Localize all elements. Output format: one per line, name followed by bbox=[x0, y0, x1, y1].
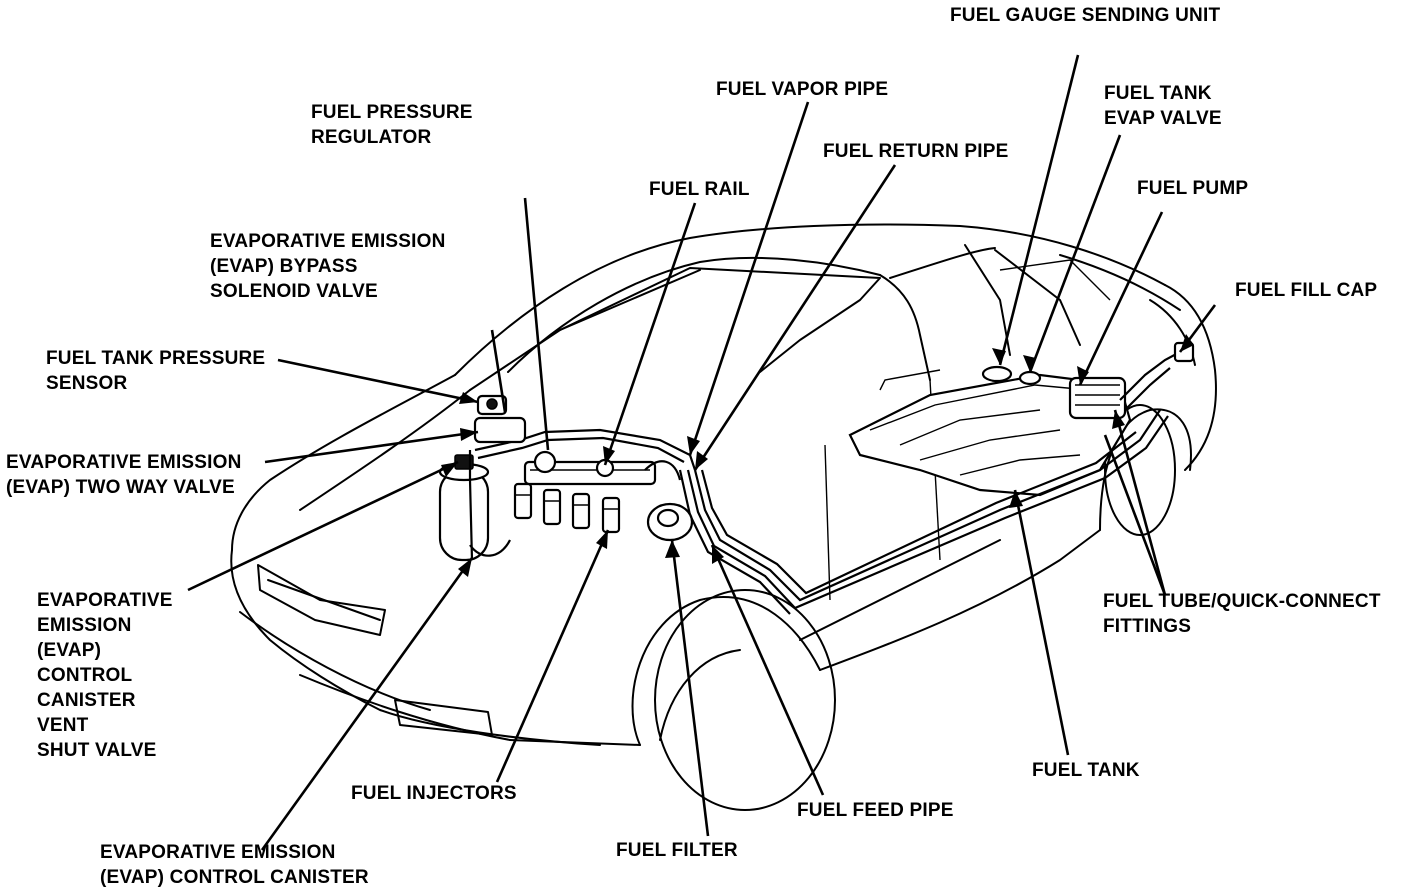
label-quick-connect-line-2: FITTINGS bbox=[1103, 616, 1192, 637]
label-evap-two-way-valve: EVAPORATIVE EMISSION (EVAP) TWO WAY VALV… bbox=[6, 450, 242, 500]
leader-fuel-tank-evap-valve bbox=[1028, 134, 1122, 373]
label-fuel-fill-cap: FUEL FILL CAP bbox=[1235, 280, 1378, 301]
label-fuel-vapor-pipe: FUEL VAPOR PIPE bbox=[716, 79, 889, 100]
leader-fuel-pump bbox=[1078, 211, 1164, 386]
leader-evap-control-canister bbox=[260, 557, 474, 851]
leader-lines bbox=[187, 54, 1217, 851]
label-fuel-filter: FUEL FILTER bbox=[616, 840, 738, 861]
label-evap-control-canister: EVAPORATIVE EMISSION (EVAP) CONTROL CANI… bbox=[100, 840, 369, 890]
label-evap-control-canister-line-1: EVAPORATIVE EMISSION bbox=[100, 842, 336, 863]
leader-fuel-vapor-pipe bbox=[688, 101, 810, 456]
label-evap-bypass-line-1: EVAPORATIVE EMISSION bbox=[210, 231, 446, 252]
label-vent-shut-valve-line-3: (EVAP) bbox=[37, 640, 102, 661]
label-evap-bypass-solenoid-valve: EVAPORATIVE EMISSION (EVAP) BYPASS SOLEN… bbox=[210, 229, 446, 304]
leader-quick-connect-1 bbox=[1113, 409, 1167, 596]
leader-evap-two-way-valve bbox=[264, 430, 479, 464]
leader-quick-connect-2 bbox=[1103, 434, 1167, 596]
leader-fuel-feed-pipe bbox=[710, 544, 825, 796]
label-evap-canister-vent-shut-valve: EVAPORATIVE EMISSION (EVAP) CONTROL CANI… bbox=[37, 588, 173, 763]
leader-fuel-pressure-regulator bbox=[523, 197, 550, 451]
label-evap-control-canister-line-2: (EVAP) CONTROL CANISTER bbox=[100, 867, 369, 888]
label-quick-connect-line-1: FUEL TUBE/QUICK-CONNECT bbox=[1103, 591, 1381, 612]
label-fuel-pressure-regulator-line-2: REGULATOR bbox=[311, 127, 432, 148]
leader-evap-vent-shut-valve bbox=[187, 460, 459, 592]
leader-fuel-tank-pressure-sensor bbox=[277, 358, 479, 404]
label-fuel-tank-evap-valve: FUEL TANK EVAP VALVE bbox=[1104, 81, 1222, 131]
label-fuel-return-pipe: FUEL RETURN PIPE bbox=[823, 141, 1009, 162]
fuel-injector-set bbox=[513, 482, 621, 534]
car-outline bbox=[230, 223, 1217, 811]
label-fuel-tank-pressure-sensor-line-2: SENSOR bbox=[46, 373, 128, 394]
label-fuel-tank-evap-valve-line-1: FUEL TANK bbox=[1104, 83, 1212, 104]
leader-evap-bypass-valve bbox=[490, 329, 507, 413]
arrowheads bbox=[441, 334, 1194, 577]
label-fuel-tank-pressure-sensor: FUEL TANK PRESSURE SENSOR bbox=[46, 346, 265, 396]
label-fuel-tank: FUEL TANK bbox=[1032, 760, 1140, 781]
label-fuel-pump: FUEL PUMP bbox=[1137, 178, 1249, 199]
label-fuel-gauge-sending-unit: FUEL GAUGE SENDING UNIT bbox=[950, 5, 1221, 26]
leader-fuel-gauge-sending-unit bbox=[998, 54, 1080, 366]
label-evap-two-way-valve-line-2: (EVAP) TWO WAY VALVE bbox=[6, 477, 235, 498]
label-fuel-tank-evap-valve-line-2: EVAP VALVE bbox=[1104, 108, 1222, 129]
leader-fuel-rail bbox=[603, 202, 697, 466]
label-vent-shut-valve-line-4: CONTROL bbox=[37, 665, 133, 686]
leader-fuel-filter bbox=[670, 539, 710, 837]
label-fuel-pressure-regulator: FUEL PRESSURE REGULATOR bbox=[311, 100, 473, 150]
label-vent-shut-valve-line-6: VENT bbox=[37, 715, 89, 736]
label-fuel-tank-pressure-sensor-line-1: FUEL TANK PRESSURE bbox=[46, 348, 266, 369]
label-fuel-pressure-regulator-line-1: FUEL PRESSURE bbox=[311, 102, 473, 123]
label-vent-shut-valve-line-5: CANISTER bbox=[37, 690, 136, 711]
label-vent-shut-valve-line-2: EMISSION bbox=[37, 615, 132, 636]
label-evap-bypass-line-3: SOLENOID VALVE bbox=[210, 281, 378, 302]
label-fuel-tube-quick-connect: FUEL TUBE/QUICK-CONNECT FITTINGS bbox=[1103, 589, 1381, 639]
leader-fuel-tank bbox=[1013, 489, 1070, 756]
leader-fuel-injectors bbox=[495, 529, 610, 783]
label-vent-shut-valve-line-1: EVAPORATIVE bbox=[37, 590, 173, 611]
label-fuel-feed-pipe: FUEL FEED PIPE bbox=[797, 800, 954, 821]
leader-fuel-return-pipe bbox=[693, 164, 897, 471]
label-vent-shut-valve-line-7: SHUT VALVE bbox=[37, 740, 157, 761]
label-evap-two-way-valve-line-1: EVAPORATIVE EMISSION bbox=[6, 452, 242, 473]
fuel-tank-shape bbox=[848, 341, 1195, 497]
label-evap-bypass-line-2: (EVAP) BYPASS bbox=[210, 256, 358, 277]
label-fuel-injectors: FUEL INJECTORS bbox=[351, 783, 517, 804]
label-fuel-rail: FUEL RAIL bbox=[649, 179, 750, 200]
engine-bay-parts bbox=[438, 394, 697, 562]
